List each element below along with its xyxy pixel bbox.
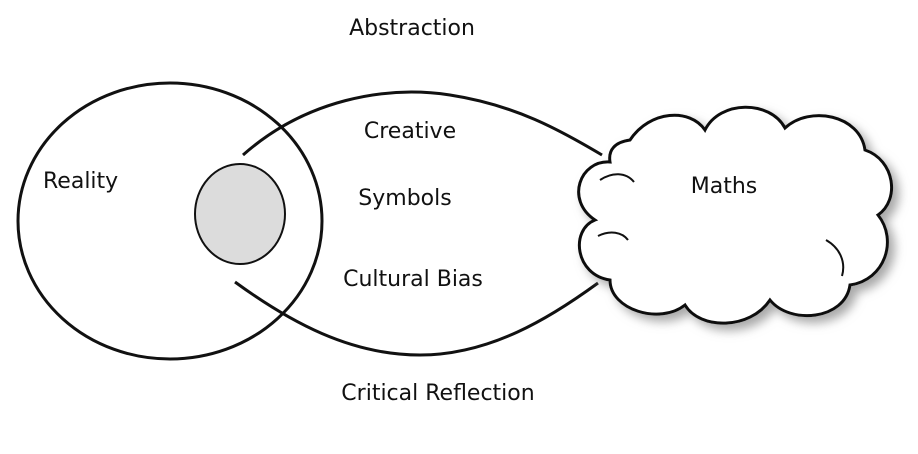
abstraction-label: Abstraction [349, 16, 475, 41]
lower-connector-curve [234, 280, 599, 357]
symbols-label: Symbols [358, 186, 451, 211]
upper-connector-curve [242, 90, 603, 157]
reality-label: Reality [43, 169, 118, 194]
inner-circle [194, 163, 286, 265]
maths-cloud [577, 105, 894, 325]
maths-label: Maths [691, 174, 758, 199]
cloud-detail-arc [599, 173, 635, 183]
cloud-detail-arc [825, 239, 845, 277]
critical-reflection-label: Critical Reflection [341, 381, 534, 406]
creative-label: Creative [364, 119, 456, 144]
cloud-detail-arc [597, 231, 629, 241]
reality-circle [16, 81, 324, 361]
cultural-bias-label: Cultural Bias [343, 267, 483, 292]
